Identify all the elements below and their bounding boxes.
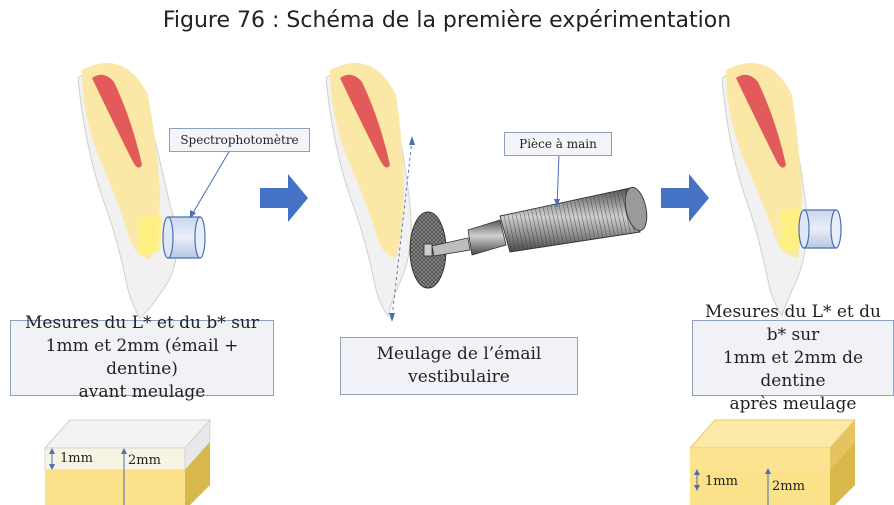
block-label-1mm-right: 1mm	[705, 474, 738, 489]
callout-handpiece: Pièce à main	[504, 132, 612, 156]
sample-block-before: 1mm 2mm	[43, 418, 212, 505]
step-grinding-line-2: vestibulaire	[408, 367, 510, 387]
block-label-1mm-left: 1mm	[60, 451, 93, 466]
step-before-line-1: Mesures du L* et du b* sur	[25, 313, 259, 333]
handpiece	[431, 186, 648, 257]
pulp	[92, 74, 142, 168]
block-label-2mm-right: 2mm	[772, 479, 805, 494]
step-box-before: Mesures du L* et du b* sur 1mm et 2mm (é…	[10, 313, 274, 402]
callout-line-spectro	[189, 149, 231, 219]
figure-title: Figure 76 : Schéma de la première expéri…	[162, 8, 732, 33]
step-before-line-3: avant meulage	[78, 382, 206, 402]
tooth-ground	[325, 62, 412, 318]
step-after-line-3: après meulage	[729, 393, 857, 414]
callout-line-handpiece	[556, 153, 560, 208]
step-after-line-1: Mesures du L* et du b* sur	[704, 301, 881, 345]
step-grinding-line-1: Meulage de l’émail	[376, 344, 542, 364]
sample-block-after: 1mm 2mm	[688, 419, 857, 505]
process-arrow-2	[661, 174, 709, 222]
spectrophotometer-probe-after	[798, 209, 842, 249]
spectrophotometer-probe-before	[162, 216, 206, 259]
tooth-after	[721, 62, 808, 318]
step-before-line-2: 1mm et 2mm (émail + dentine)	[45, 336, 239, 379]
measurement-zone	[138, 215, 162, 255]
step-after-line-2: 1mm et 2mm de dentine	[722, 347, 864, 391]
tooth-before	[77, 62, 178, 319]
callout-spectrophotometer: Spectrophotomètre	[169, 128, 310, 152]
process-arrow-1	[260, 174, 308, 222]
step-box-after: Mesures du L* et du b* sur 1mm et 2mm de…	[692, 302, 894, 414]
block-label-2mm-left: 2mm	[128, 453, 161, 468]
step-box-grinding: Meulage de l’émail vestibulaire	[340, 337, 578, 395]
